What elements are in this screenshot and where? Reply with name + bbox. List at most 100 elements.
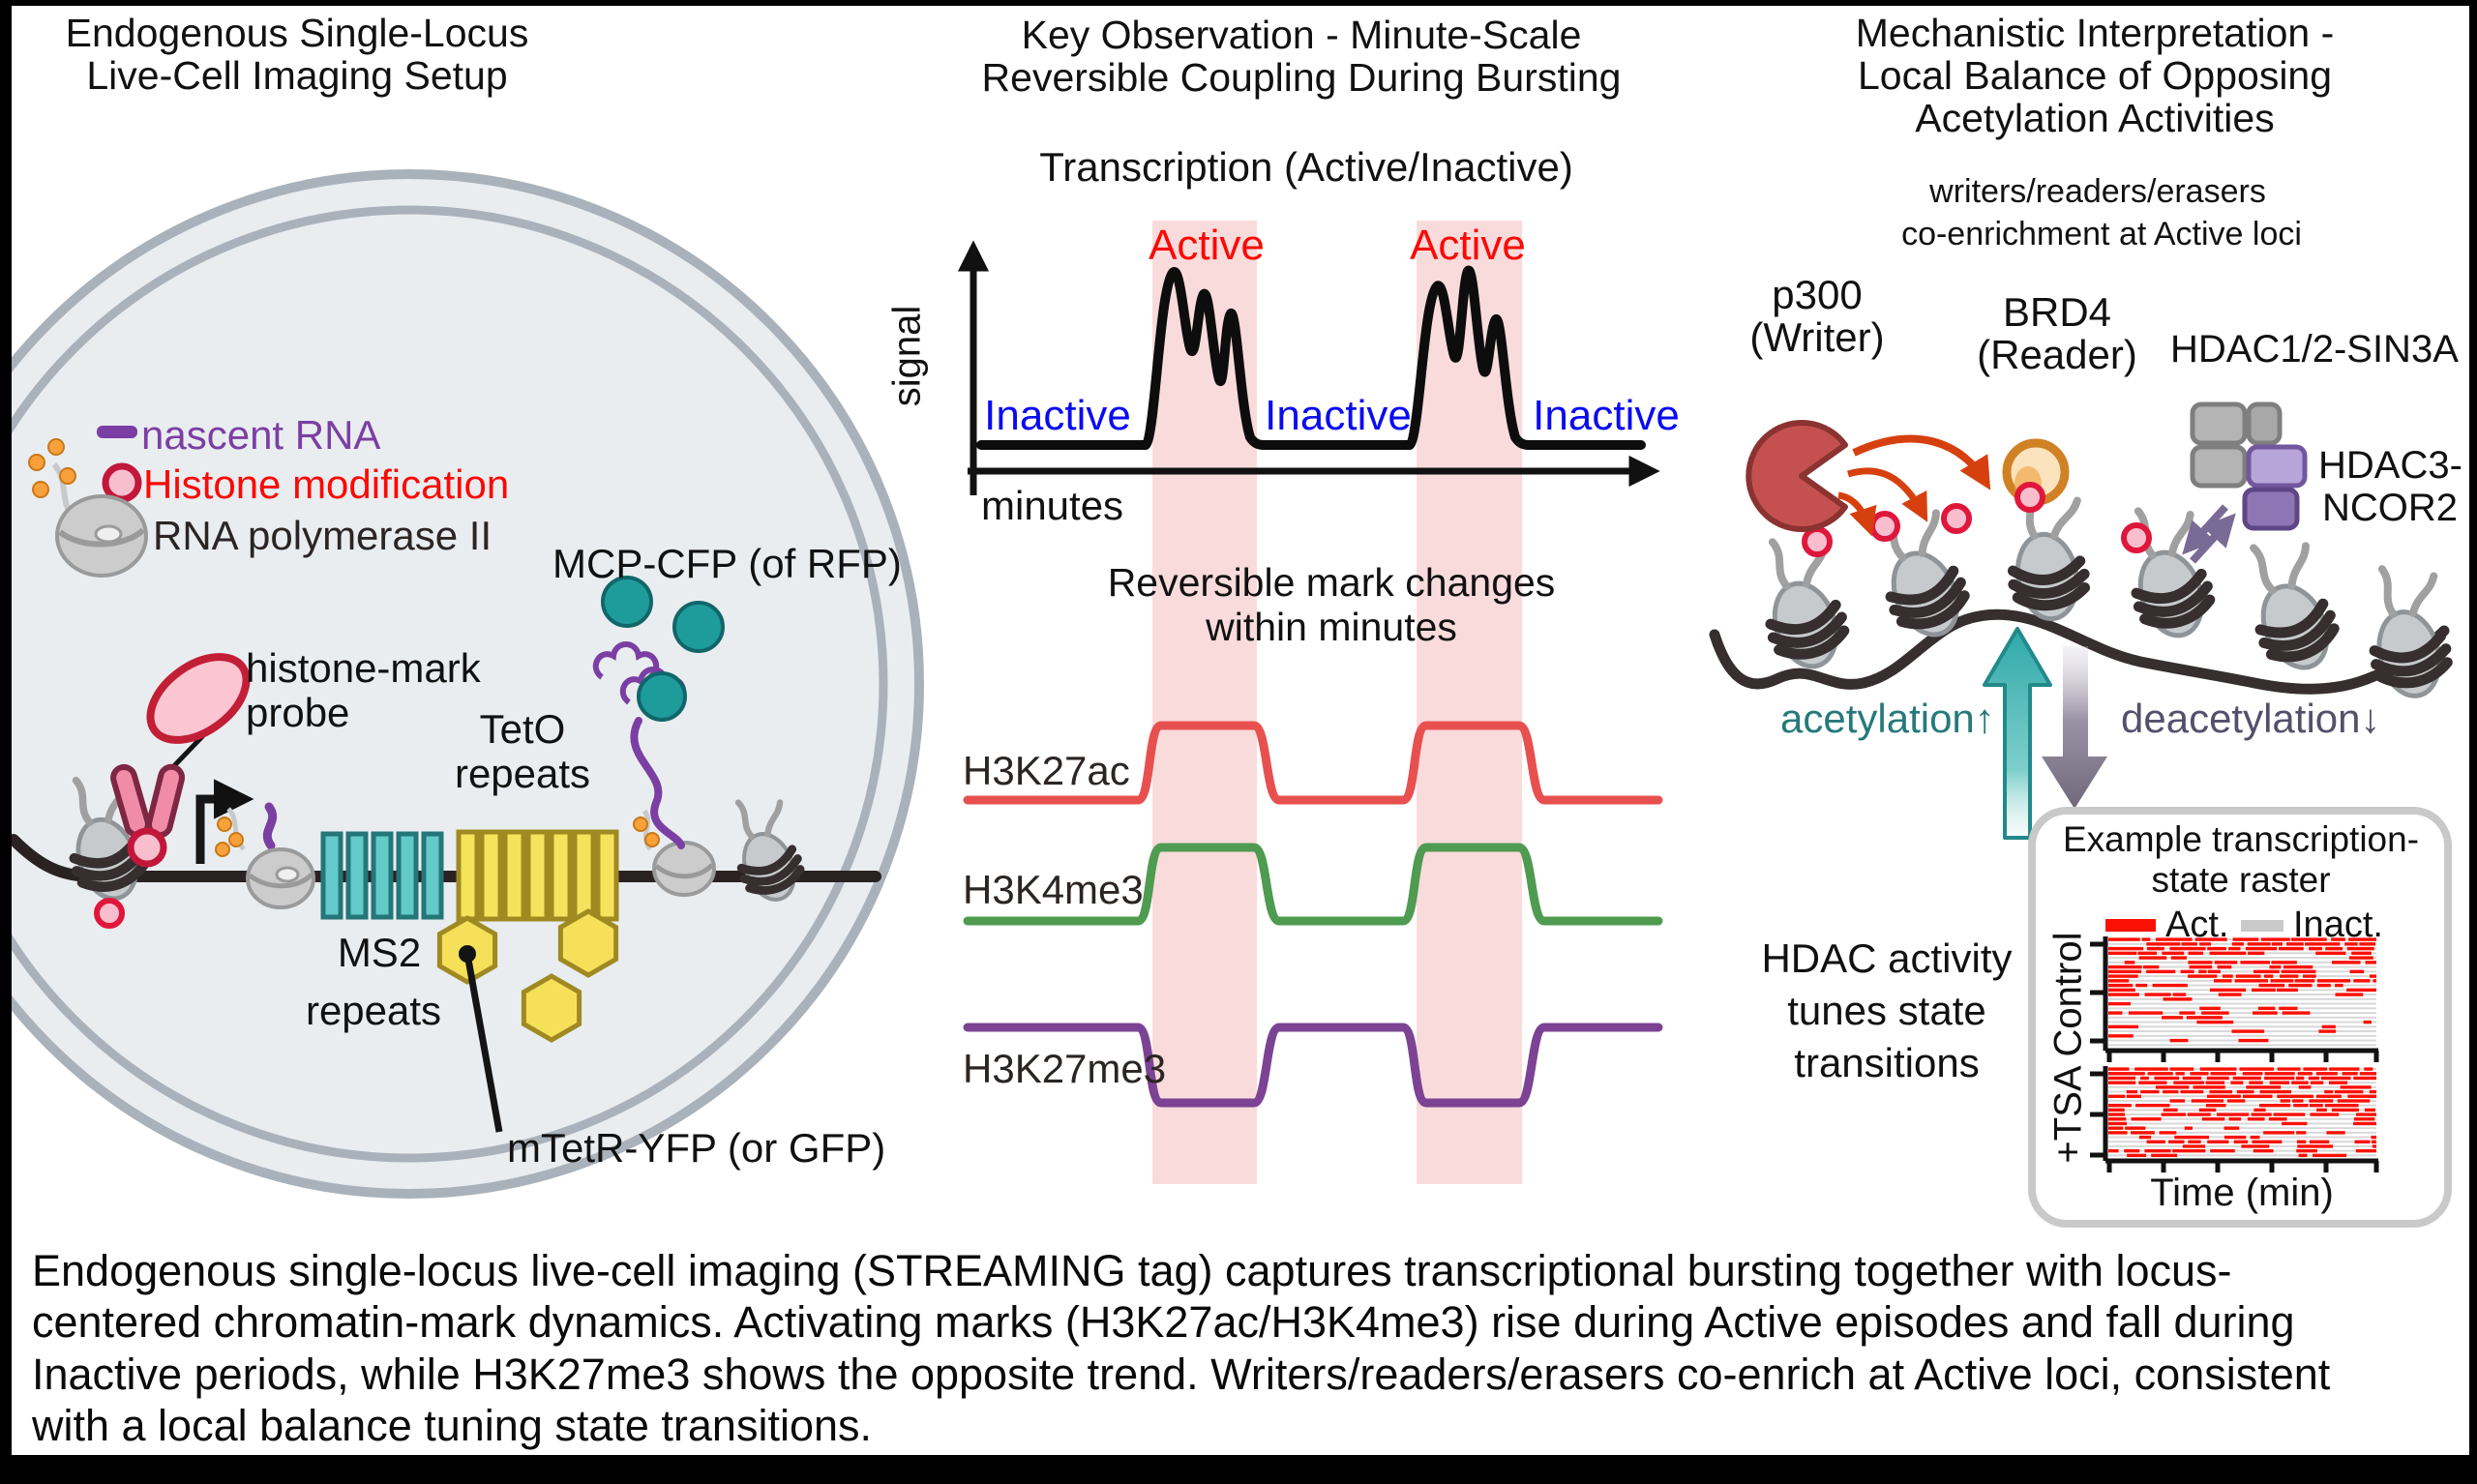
transcription-plot-title: Transcription (Active/Inactive) xyxy=(1039,144,1573,190)
raster-segment xyxy=(2253,1108,2266,1113)
coenrichment-subtitle-line1: writers/readers/erasers xyxy=(1929,173,2266,210)
raster-segment xyxy=(2108,1007,2376,1010)
raster-segment xyxy=(2108,1002,2376,1005)
ms2-label-line2: repeats xyxy=(305,988,442,1033)
histone-probe-ellipse-icon xyxy=(146,653,251,744)
raster-segment xyxy=(2201,1117,2225,1121)
acetylation-label: acetylation↑ xyxy=(1780,696,1995,741)
raster-segment xyxy=(2180,969,2194,974)
raster-segment xyxy=(2235,974,2261,978)
raster-segment xyxy=(2169,1067,2194,1071)
raster-segment xyxy=(2199,942,2211,946)
raster-segment xyxy=(2108,1122,2376,1125)
inact-legend-dash-icon xyxy=(2241,920,2283,932)
raster-segment xyxy=(2108,1025,2376,1028)
raster-segment xyxy=(2359,942,2376,946)
deacetylation-down-arrow-icon xyxy=(2042,646,2107,809)
raster-segment xyxy=(2346,988,2376,993)
raster-segment xyxy=(2138,1135,2152,1140)
raster-segment xyxy=(2175,1072,2185,1076)
raster-segment xyxy=(2108,1094,2126,1098)
raster-segment xyxy=(2108,1108,2125,1113)
raster-segment xyxy=(2191,1099,2224,1103)
raster-segment xyxy=(2320,1076,2351,1081)
signal-axis-label: signal xyxy=(885,305,929,407)
nascent-rna-dash-icon xyxy=(97,426,137,438)
caption-line-1: Endogenous single-locus live-cell imagin… xyxy=(32,1246,2232,1295)
raster-segment xyxy=(2161,1113,2187,1116)
raster-segment xyxy=(2138,956,2167,960)
raster-segment xyxy=(2242,1072,2263,1076)
raster-segment xyxy=(2199,1067,2237,1071)
raster-segment xyxy=(2310,1081,2324,1084)
raster-segment xyxy=(2154,1076,2180,1081)
raster-segment xyxy=(2282,1121,2308,1126)
raster-segment xyxy=(2252,1011,2278,1015)
raster-segment xyxy=(2180,1089,2204,1094)
raster-segment xyxy=(2206,1076,2229,1081)
raster-segment xyxy=(2346,946,2374,951)
raster-segment xyxy=(2353,1117,2375,1121)
raster-segment xyxy=(2309,1103,2323,1108)
raster-segment xyxy=(2233,1140,2249,1143)
raster-segment xyxy=(2241,1144,2270,1148)
teto-label-line2: repeats xyxy=(454,751,591,796)
raster-segment xyxy=(2193,1085,2225,1089)
raster-segment xyxy=(2325,946,2343,951)
raster-segment xyxy=(2258,983,2285,988)
raster-segment xyxy=(2337,1099,2371,1103)
raster-segment xyxy=(2187,1113,2211,1116)
raster-segment xyxy=(2348,937,2376,941)
raster-segment xyxy=(2277,988,2298,993)
raster-segment xyxy=(2260,937,2290,941)
raster-segment xyxy=(2108,1044,2376,1047)
raster-segment xyxy=(2108,970,2376,973)
raster-segment xyxy=(2135,983,2148,988)
middle-panel-title-line2: Reversible Coupling During Bursting xyxy=(981,55,1622,100)
right-panel-title-line2: Local Balance of Opposing xyxy=(1857,53,2333,98)
raster-segment xyxy=(2315,1072,2338,1076)
raster-segment xyxy=(2127,1153,2147,1158)
raster-segment xyxy=(2359,1072,2376,1076)
raster-segment xyxy=(2303,1067,2328,1071)
raster-segment xyxy=(2169,1099,2186,1103)
hdac-note-line3: transitions xyxy=(1794,1040,1980,1085)
ms2-label-line1: MS2 xyxy=(337,930,422,975)
raster-segment xyxy=(2297,1144,2334,1148)
raster-segment xyxy=(2334,1089,2364,1094)
raster-segment xyxy=(2303,974,2316,978)
raster-segment xyxy=(2228,1117,2242,1121)
raster-segment xyxy=(2144,993,2171,996)
raster-segment xyxy=(2108,994,2376,996)
raster-segment xyxy=(2295,1076,2305,1081)
h3k27me3-trace xyxy=(963,1023,1663,1108)
raster-segment xyxy=(2140,1076,2149,1081)
raster-segment xyxy=(2128,1011,2164,1015)
raster-segment xyxy=(2308,1076,2319,1081)
left-panel-title-line1: Endogenous Single-Locus xyxy=(65,11,529,55)
raster-segment xyxy=(2371,1140,2376,1143)
act-legend-dash-icon xyxy=(2105,919,2156,932)
raster-segment xyxy=(2108,1085,2376,1088)
raster-segment xyxy=(2253,969,2280,974)
raster-segment xyxy=(2228,946,2241,951)
raster-segment xyxy=(2146,969,2176,974)
raster-segment xyxy=(2340,1085,2372,1089)
raster-segment xyxy=(2294,979,2315,983)
raster-segment xyxy=(2126,1094,2141,1098)
raster-segment xyxy=(2252,1140,2283,1143)
raster-segment xyxy=(2242,1094,2273,1098)
raster-segment xyxy=(2194,937,2227,941)
raster-segment xyxy=(2269,965,2282,969)
raster-segment xyxy=(2288,983,2313,988)
raster-segment xyxy=(2188,1140,2201,1143)
raster-segment xyxy=(2108,1109,2376,1112)
raster-segment xyxy=(2309,946,2322,951)
hdac3-label-line1: HDAC3- xyxy=(2318,444,2462,487)
raster-segment xyxy=(2371,1135,2376,1140)
raster-segment xyxy=(2144,1148,2171,1153)
raster-segment xyxy=(2186,1016,2223,1020)
raster-segment xyxy=(2286,942,2304,946)
raster-segment xyxy=(2209,951,2247,956)
